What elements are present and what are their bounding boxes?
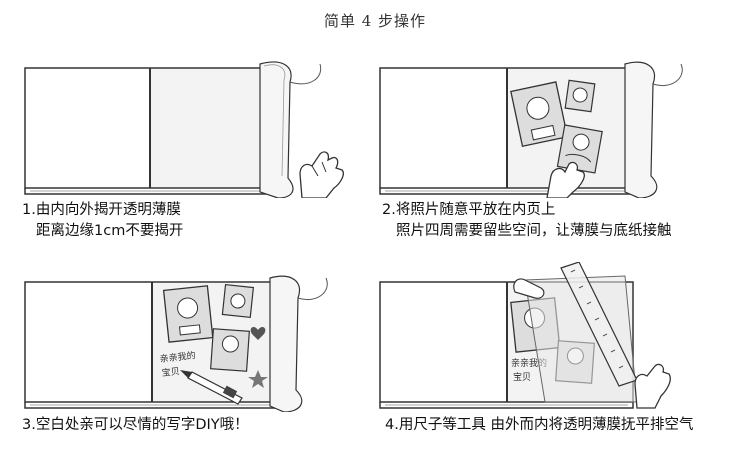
heart-icon xyxy=(250,327,266,340)
step-2-line2: 照片四周需要留些空间，让薄膜与底纸接触 xyxy=(396,223,672,239)
photo-small xyxy=(564,79,596,113)
step-2-illustration xyxy=(375,58,705,198)
step-2-line1: 2.将照片随意平放在内页上 xyxy=(382,202,556,218)
step-2-caption: 2.将照片随意平放在内页上 照片四周需要留些空间，让薄膜与底纸接触 xyxy=(382,200,672,242)
photo-large xyxy=(510,81,569,148)
peeling-film xyxy=(269,275,303,412)
peeling-film xyxy=(624,61,658,198)
step-4-line1: 4.用尺子等工具 由外而内将透明薄膜抚平排空气 xyxy=(385,417,694,433)
pen-icon xyxy=(180,370,243,405)
peeling-film xyxy=(259,61,294,198)
step-3-illustration: 亲亲我的 宝贝 xyxy=(20,272,350,412)
page-title: 简单 4 步操作 xyxy=(323,12,427,30)
hand-icon xyxy=(634,363,671,409)
handwriting-line2: 宝贝 xyxy=(161,365,180,379)
handwriting-line2: 宝贝 xyxy=(513,371,531,383)
photo-small xyxy=(221,283,255,319)
step-1-caption: 1.由内向外揭开透明薄膜 距离边缘1cm不要揭开 xyxy=(22,200,183,242)
star-icon xyxy=(248,370,268,388)
step-1-line1: 1.由内向外揭开透明薄膜 xyxy=(22,202,181,218)
photo-large xyxy=(162,285,214,343)
photo-medium xyxy=(210,328,250,372)
step-3-line1: 3.空白处亲可以尽情的写字DIY哦！ xyxy=(22,417,249,433)
step-3-caption: 3.空白处亲可以尽情的写字DIY哦！ xyxy=(22,415,249,436)
hand-icon xyxy=(513,278,545,299)
hand-icon xyxy=(546,161,585,198)
step-4-caption: 4.用尺子等工具 由外而内将透明薄膜抚平排空气 xyxy=(385,415,693,436)
hand-icon xyxy=(299,151,344,198)
step-1-line2: 距离边缘1cm不要揭开 xyxy=(36,223,184,239)
step-4-illustration: 亲亲我的 宝贝 xyxy=(375,262,705,412)
step-1-illustration xyxy=(20,58,350,198)
handwriting-line1: 亲亲我的 xyxy=(159,349,196,365)
photo-medium xyxy=(556,124,603,174)
